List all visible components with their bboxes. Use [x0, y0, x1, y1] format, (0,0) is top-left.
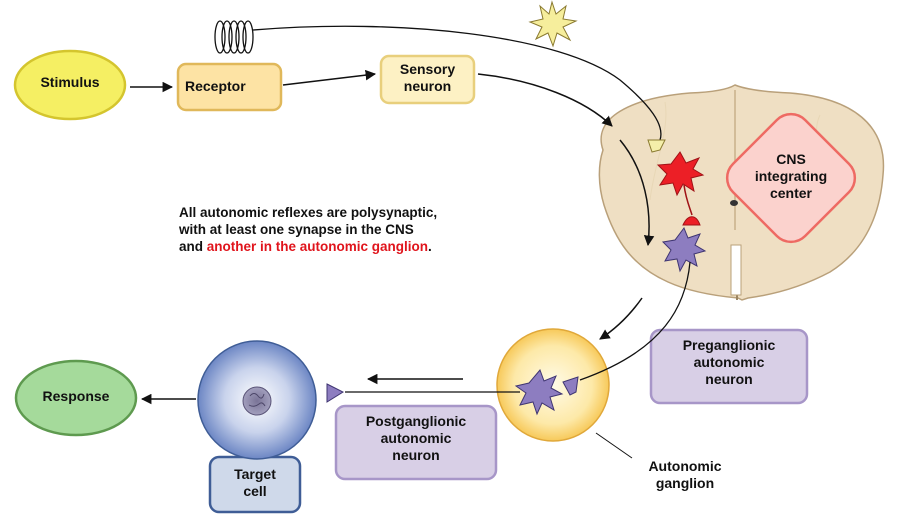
arrow-sensory-cns [477, 73, 613, 127]
note-line3: and another in the autonomic ganglion. [179, 238, 509, 255]
postganglionic-cell-body-icon [514, 369, 564, 416]
polysynaptic-note: All autonomic reflexes are polysynaptic,… [179, 204, 509, 255]
autonomic-ganglion-label: Autonomic ganglion [630, 458, 740, 492]
preganglionic-line3: neuron [705, 371, 753, 387]
preganglionic-terminal-icon [562, 376, 579, 396]
note-line2: with at least one synapse in the CNS [179, 222, 414, 237]
cns-line2: integrating [754, 168, 828, 184]
interneuron-icon [656, 151, 705, 197]
receptor-coil-icon [214, 20, 254, 54]
receptor-label: Receptor [185, 78, 246, 94]
target-nucleus [242, 386, 272, 416]
arrow-to-ganglion [599, 297, 643, 340]
response-label: Response [42, 388, 110, 404]
sensory-neuron-label: Sensory neuron [381, 61, 474, 95]
postganglionic-line2: autonomic [380, 430, 452, 446]
ganglion-line1: Autonomic [648, 458, 722, 474]
note-highlight: another in the autonomic ganglion [206, 239, 429, 254]
arrow-cns-down [619, 139, 655, 247]
preganglionic-line1: Preganglionic [682, 337, 776, 353]
sensory-axon [252, 25, 662, 141]
stimulus-label: Stimulus [40, 74, 100, 90]
target-line2: cell [243, 483, 267, 499]
ganglion-pointer [595, 432, 633, 459]
cns-integrating-center-box [725, 112, 857, 244]
target-line1: Target [234, 466, 276, 482]
preganglionic-label: Preganglionic autonomic neuron [651, 337, 807, 388]
preganglionic-cell-body-icon [661, 226, 707, 273]
postganglionic-neuron-box [334, 404, 498, 481]
receptor-node [176, 62, 283, 112]
postganglionic-label: Postganglionic autonomic neuron [336, 413, 496, 464]
ganglion-line2: ganglion [655, 475, 715, 491]
preganglionic-neuron-box [649, 328, 809, 405]
postganglionic-line3: neuron [392, 447, 440, 463]
sensory-cell-body-icon [528, 0, 578, 48]
sensory-neuron-node [379, 54, 476, 105]
postganglionic-terminal-icon [326, 383, 345, 403]
note-line1: All autonomic reflexes are polysynaptic, [179, 205, 438, 220]
preganglionic-axon [579, 261, 691, 381]
cns-line1: CNS [776, 151, 806, 167]
preganglionic-line2: autonomic [693, 354, 765, 370]
sensory-neuron-line1: Sensory [399, 61, 456, 77]
interneuron-terminal-icon [682, 216, 701, 226]
arrow-receptor-sensory [282, 69, 377, 86]
cns-line3: center [769, 185, 813, 201]
sensory-terminal-icon [647, 139, 666, 153]
note-line3-prefix: and [179, 239, 207, 254]
sensory-neuron-line2: neuron [403, 78, 452, 94]
postganglionic-line1: Postganglionic [365, 413, 467, 429]
note-line3-suffix: . [428, 239, 432, 254]
response-node [14, 359, 138, 437]
autonomic-ganglion [496, 328, 610, 442]
cns-label: CNS integrating center [746, 151, 836, 202]
target-cell-label: Target cell [210, 466, 300, 500]
stimulus-node [13, 49, 127, 121]
